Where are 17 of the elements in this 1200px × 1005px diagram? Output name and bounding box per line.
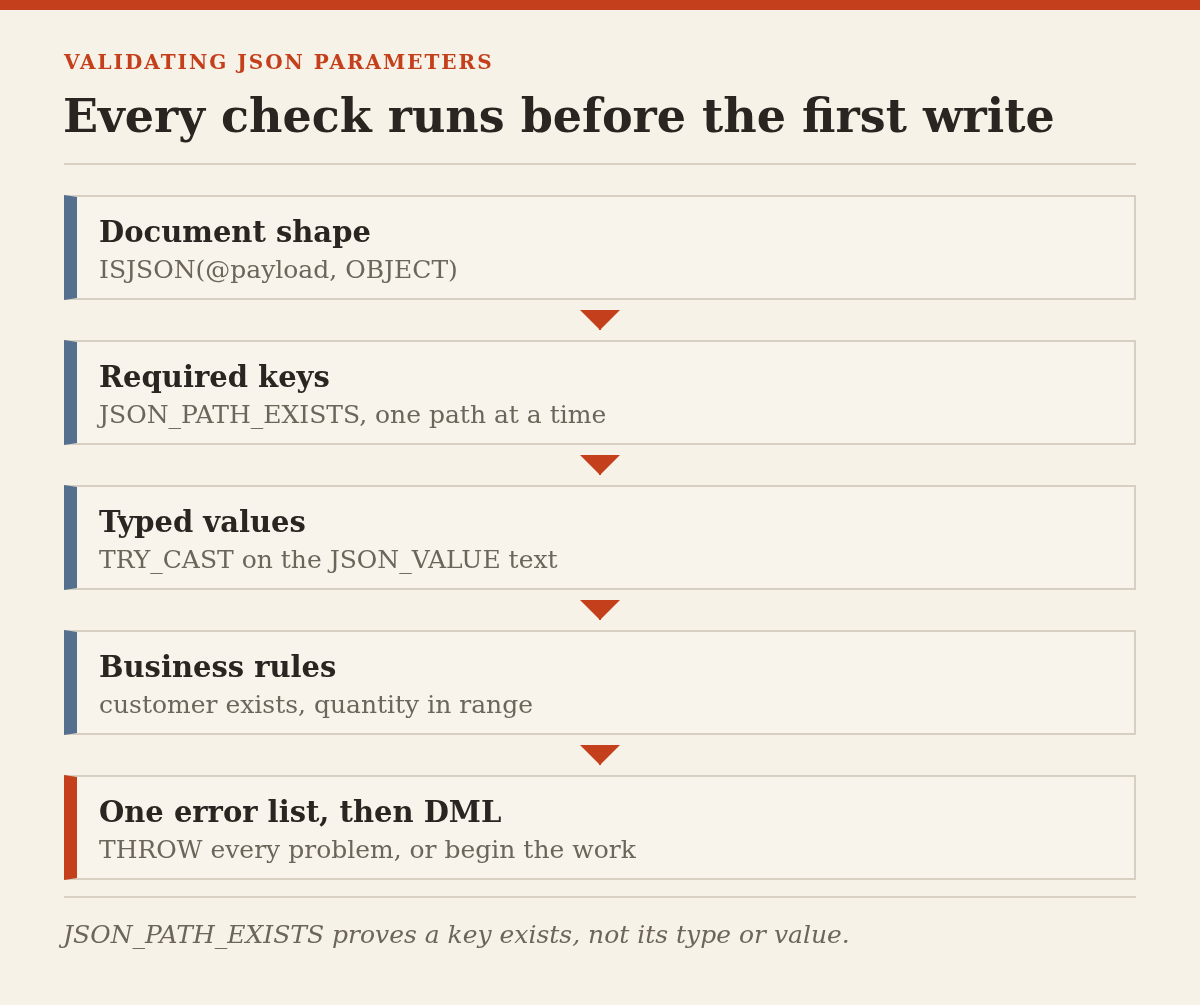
step-detail: customer exists, quantity in range — [99, 690, 533, 720]
step-title: Required keys — [99, 360, 330, 395]
step-card — [64, 340, 1136, 445]
step-detail: JSON_PATH_EXISTS, one path at a time — [99, 400, 607, 430]
step-detail: THROW every problem, or begin the work — [99, 835, 636, 865]
step-card — [64, 485, 1136, 590]
step-card — [64, 195, 1136, 300]
step-detail: TRY_CAST on the JSON_VALUE text — [99, 545, 558, 575]
page-title: Every check runs before the first write — [63, 89, 1055, 145]
step-title: Document shape — [99, 215, 371, 250]
kicker-label: VALIDATING JSON PARAMETERS — [64, 50, 494, 74]
step-card — [64, 630, 1136, 735]
step-detail: ISJSON(@payload, OBJECT) — [99, 255, 458, 285]
step-title: One error list, then DML — [99, 795, 502, 830]
step-title: Typed values — [99, 505, 306, 540]
step-card — [64, 775, 1136, 880]
step-title: Business rules — [99, 650, 337, 685]
